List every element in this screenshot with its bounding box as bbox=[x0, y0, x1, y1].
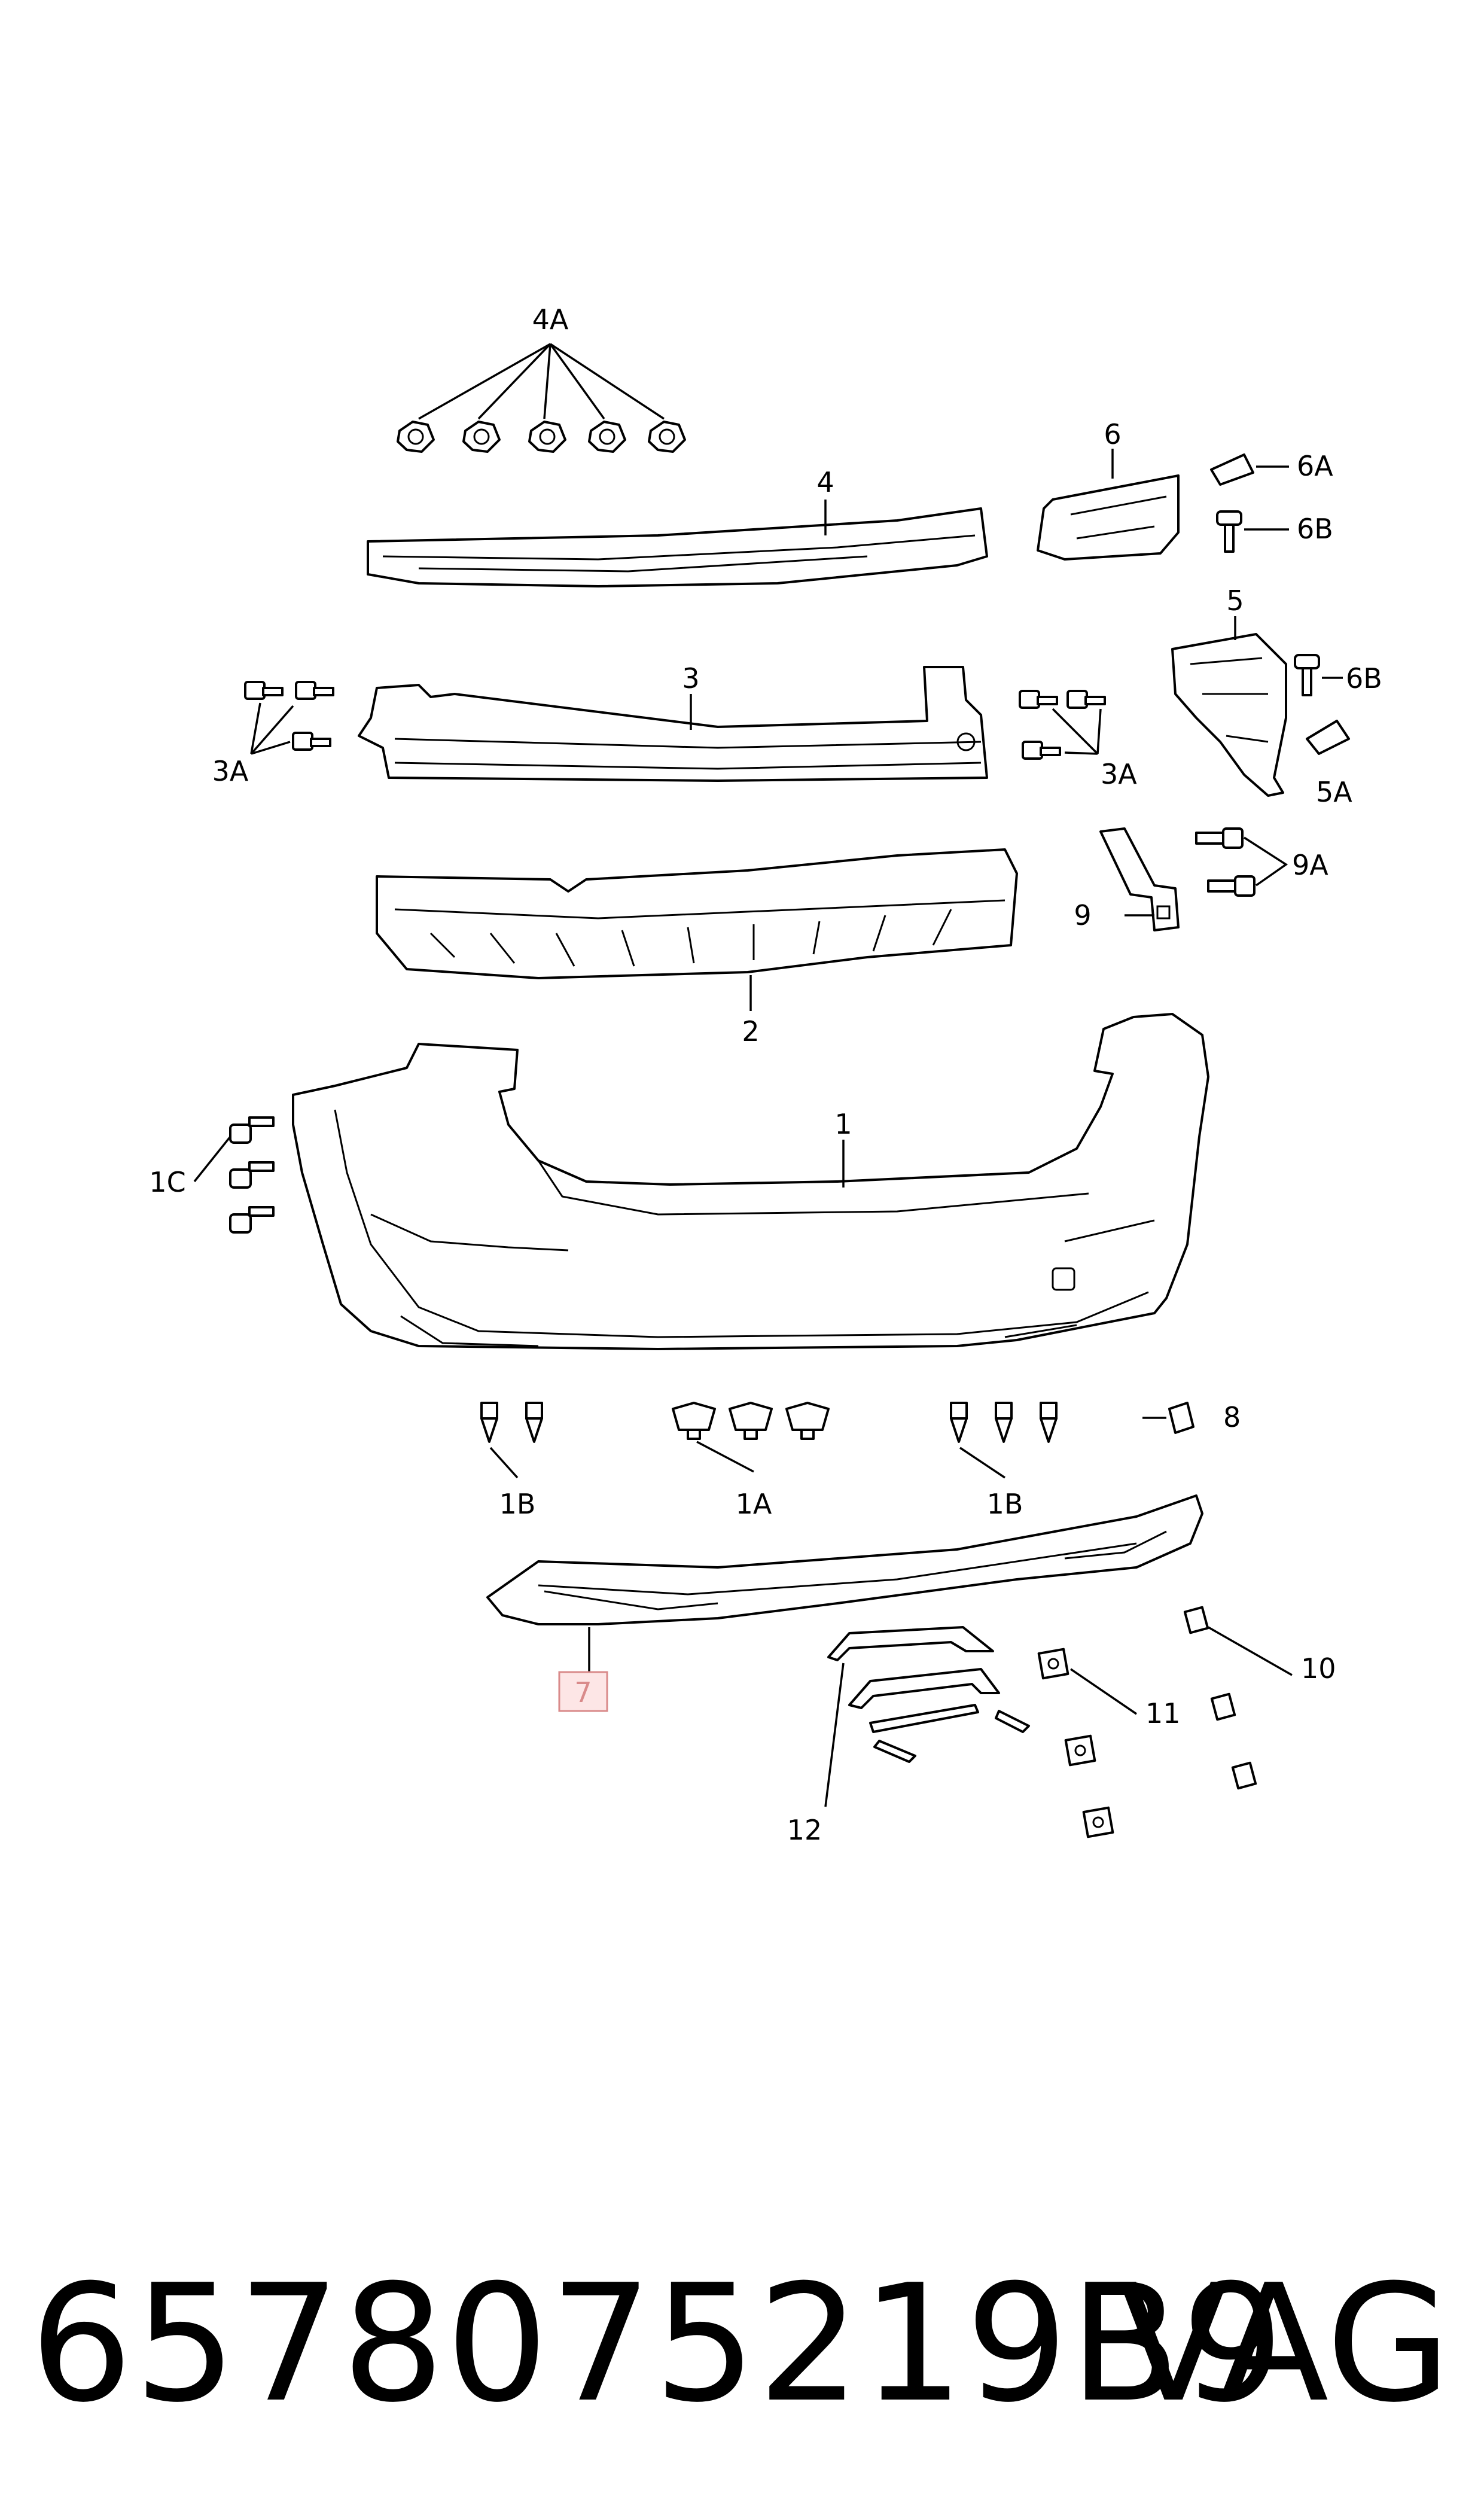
label-6b-top: 6B bbox=[1297, 513, 1333, 545]
screw-icon bbox=[229, 1206, 275, 1234]
part-number: 6578075219B9 bbox=[30, 2249, 1285, 2438]
bolt-icon bbox=[1066, 690, 1106, 709]
brand-name: VAG bbox=[1118, 2249, 1451, 2438]
part-4-impact-bar bbox=[367, 507, 988, 587]
screw-icon bbox=[229, 1161, 275, 1189]
clip-icon bbox=[1210, 1692, 1236, 1721]
screw-6b-icon bbox=[1216, 510, 1242, 553]
parts-diagram: 4A 4 6 6A 6B 5 6B 5A bbox=[149, 303, 1382, 1846]
screw-icon bbox=[480, 1402, 498, 1443]
clip-6a-icon bbox=[1210, 453, 1254, 486]
label-1b-left: 1B bbox=[499, 1488, 536, 1520]
highlight-box-7 bbox=[558, 1671, 608, 1712]
label-4: 4 bbox=[816, 466, 834, 498]
clip-icon bbox=[785, 1402, 830, 1440]
label-1b-right: 1B bbox=[987, 1488, 1023, 1520]
clip-group-1a bbox=[672, 1402, 830, 1473]
cap-8-icon bbox=[1168, 1402, 1194, 1434]
pad-icon bbox=[1037, 1648, 1069, 1680]
pad-icon bbox=[1064, 1734, 1096, 1767]
clip-icon bbox=[1231, 1761, 1257, 1790]
label-3a-left: 3A bbox=[212, 755, 249, 787]
clip-icon bbox=[729, 1402, 773, 1440]
part-3-bumper-beam bbox=[358, 666, 988, 782]
screw-group-1b-left bbox=[480, 1402, 543, 1479]
label-2: 2 bbox=[742, 1015, 759, 1048]
label-6a: 6A bbox=[1297, 450, 1333, 482]
trim-strip-group-12 bbox=[824, 1626, 1030, 1807]
label-4a: 4A bbox=[532, 303, 569, 336]
bolt-icon bbox=[1195, 827, 1244, 849]
label-6b-mid: 6B bbox=[1346, 662, 1382, 695]
nut-icon bbox=[397, 421, 435, 453]
label-9: 9 bbox=[1074, 899, 1091, 931]
label-11: 11 bbox=[1145, 1697, 1181, 1730]
bolt-icon bbox=[292, 732, 331, 751]
label-1a: 1A bbox=[736, 1488, 772, 1520]
part-5-side-bracket bbox=[1171, 633, 1287, 797]
bolt-group-3a-right bbox=[1019, 690, 1106, 760]
screw-icon bbox=[995, 1402, 1013, 1443]
part-7-diffuser bbox=[486, 1494, 1203, 1625]
part-2-energy-absorber bbox=[376, 848, 1018, 979]
clip-group-10 bbox=[1183, 1606, 1293, 1790]
bolt-icon bbox=[1207, 875, 1256, 897]
bolt-group-3a-left bbox=[244, 681, 334, 755]
part-6-bracket bbox=[1037, 474, 1180, 561]
label-10: 10 bbox=[1301, 1652, 1336, 1685]
clip-icon bbox=[1183, 1606, 1209, 1634]
nut-icon bbox=[462, 421, 501, 453]
nut-icon bbox=[648, 421, 686, 453]
label-5a: 5A bbox=[1316, 776, 1352, 808]
bolt-icon bbox=[244, 681, 284, 700]
screw-6b-icon bbox=[1294, 654, 1320, 696]
label-3a-right: 3A bbox=[1101, 758, 1137, 790]
part-9-bracket bbox=[1099, 827, 1180, 931]
clip-5a-icon bbox=[1306, 720, 1350, 755]
nut-icon bbox=[588, 421, 626, 453]
pad-group-11 bbox=[1037, 1648, 1137, 1838]
screw-icon bbox=[229, 1116, 275, 1144]
label-5: 5 bbox=[1226, 584, 1244, 617]
pad-icon bbox=[1082, 1806, 1114, 1838]
part-1-bumper-cover bbox=[292, 1013, 1209, 1350]
label-7: 7 bbox=[574, 1676, 592, 1709]
label-1c: 1C bbox=[149, 1166, 185, 1198]
label-8: 8 bbox=[1223, 1401, 1241, 1433]
bolt-icon bbox=[295, 681, 334, 700]
label-3: 3 bbox=[682, 662, 699, 695]
screw-group-1b-right bbox=[950, 1402, 1058, 1479]
screw-icon bbox=[525, 1402, 543, 1443]
screw-icon bbox=[1040, 1402, 1058, 1443]
clip-icon bbox=[672, 1402, 716, 1440]
label-12: 12 bbox=[787, 1814, 822, 1846]
label-9a: 9A bbox=[1292, 849, 1328, 881]
bolt-icon bbox=[1022, 741, 1061, 760]
label-1: 1 bbox=[834, 1108, 852, 1140]
label-6: 6 bbox=[1104, 418, 1121, 450]
footer: 6578075219B9 VAG bbox=[0, 2249, 1484, 2438]
bolt-group-9a bbox=[1195, 827, 1288, 897]
screw-icon bbox=[950, 1402, 968, 1443]
nut-icon bbox=[528, 421, 566, 453]
screw-group-1c bbox=[193, 1116, 275, 1234]
bolt-icon bbox=[1019, 690, 1058, 709]
nut-group-4a bbox=[397, 343, 686, 453]
